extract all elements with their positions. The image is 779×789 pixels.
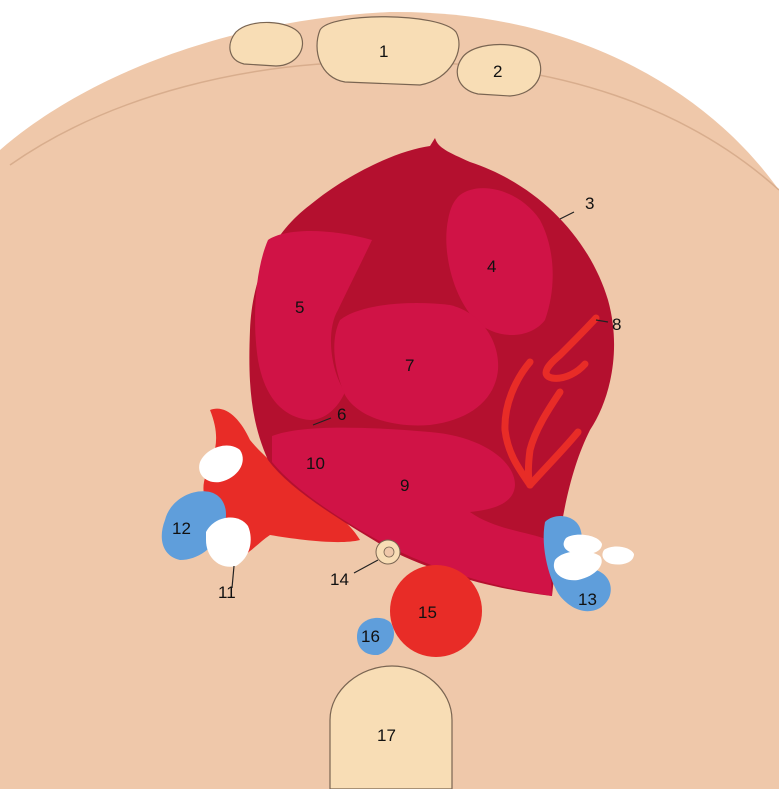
label-10: 10 bbox=[306, 454, 325, 473]
label-8: 8 bbox=[612, 315, 621, 334]
label-1: 1 bbox=[379, 42, 388, 61]
heart-chamber-7 bbox=[334, 303, 498, 426]
label-9: 9 bbox=[400, 476, 409, 495]
label-6: 6 bbox=[337, 405, 346, 424]
label-5: 5 bbox=[295, 298, 304, 317]
label-11: 11 bbox=[218, 583, 236, 602]
label-14: 14 bbox=[330, 570, 349, 589]
bone-left-costal-cartilage bbox=[230, 22, 303, 66]
label-13: 13 bbox=[578, 590, 597, 609]
label-3: 3 bbox=[585, 194, 594, 213]
label-17: 17 bbox=[377, 726, 396, 745]
esophagus-14-lumen bbox=[384, 547, 394, 557]
label-16: 16 bbox=[361, 627, 380, 646]
label-2: 2 bbox=[493, 62, 502, 81]
label-12: 12 bbox=[172, 519, 191, 538]
label-4: 4 bbox=[487, 257, 496, 276]
label-7: 7 bbox=[405, 356, 414, 375]
label-15: 15 bbox=[418, 603, 437, 622]
